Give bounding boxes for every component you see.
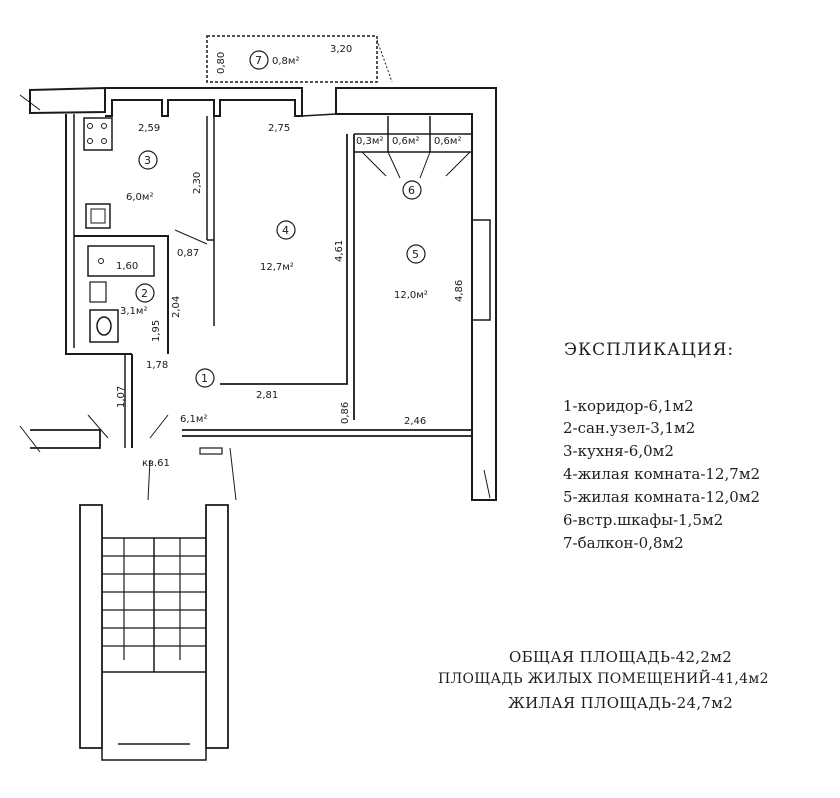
dim-room4-depth: 4,61: [334, 240, 345, 262]
dim-bath-tub: 1,60: [116, 261, 138, 272]
room-number-1: 1: [201, 372, 208, 385]
dim-bath-width: 1,78: [146, 360, 168, 371]
room-number-5: 5: [412, 248, 419, 261]
closets: [354, 116, 472, 153]
area-closet-2: 0,6м²: [392, 136, 419, 147]
dim-hall-depth: 0,86: [340, 402, 351, 424]
room-marker-1: [195, 368, 215, 388]
partition-kitchen: [206, 116, 215, 326]
area-closet-3: 0,6м²: [434, 136, 461, 147]
dim-door: 0,87: [177, 248, 199, 259]
toilet: [89, 309, 119, 343]
wall-top-left: [29, 86, 106, 115]
area-balcony: 0,8м²: [272, 56, 299, 67]
wall-bottom: [182, 429, 473, 437]
area-room4: 12,7м²: [260, 262, 294, 273]
dim-room4-width: 2,75: [268, 123, 290, 134]
dim-balcony-depth: 0,80: [216, 52, 227, 74]
stove: [83, 117, 113, 151]
area-corridor: 6,1м²: [180, 414, 207, 425]
dim-corridor-len: 1,07: [116, 386, 127, 408]
room-number-3: 3: [144, 154, 151, 167]
room-number-4: 4: [282, 224, 289, 237]
dim-kitchen-width: 2,59: [138, 123, 160, 134]
dim-corridor-width: 2,81: [256, 390, 278, 401]
area-closet-1: 0,3м²: [356, 136, 383, 147]
dim-partition: 2,30: [192, 172, 203, 194]
partition-rooms: [220, 134, 355, 420]
apartment-label: кв.61: [142, 458, 170, 469]
room-number-6: 6: [408, 184, 415, 197]
dim-bath-inner: 1,95: [151, 320, 162, 342]
balcony-outline: [206, 35, 378, 83]
dim-room5-depth: 4,86: [454, 280, 465, 302]
area-kitchen: 6,0м²: [126, 192, 153, 203]
room-marker-6: [402, 180, 422, 200]
kitchen-sink: [85, 203, 111, 229]
room-marker-5: [406, 244, 426, 264]
room-marker-3: [138, 150, 158, 170]
room-number-2: 2: [141, 287, 148, 300]
dim-balcony-width: 3,20: [330, 44, 352, 55]
room-marker-2: [135, 283, 155, 303]
area-room5: 12,0м²: [394, 290, 428, 301]
dim-room5-width: 2,46: [404, 416, 426, 427]
wall-left: [65, 114, 132, 355]
dim-bath-depth: 2,04: [171, 296, 182, 318]
room-marker-7: [249, 50, 269, 70]
room-number-7: 7: [255, 54, 262, 67]
room-marker-4: [276, 220, 296, 240]
area-bath: 3,1м²: [120, 306, 147, 317]
bathtub: [87, 245, 155, 277]
